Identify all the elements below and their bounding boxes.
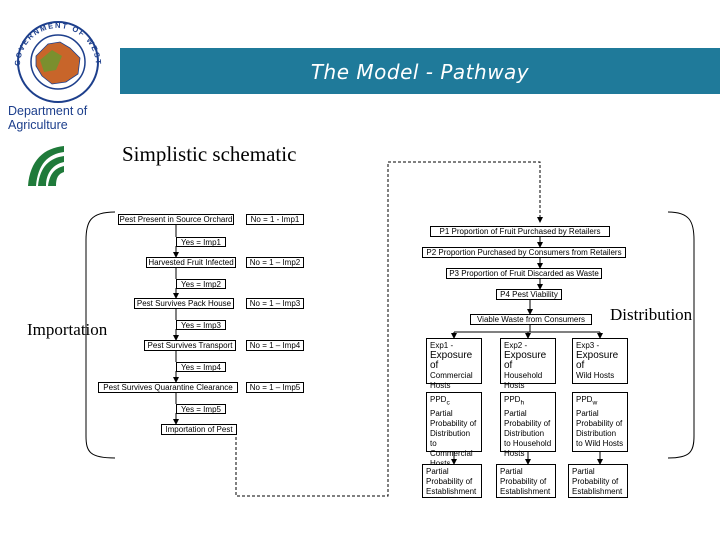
establishment-commercial: Partial Probability of Establishment — [422, 464, 482, 498]
step-p3-waste: P3 Proportion of Fruit Discarded as Wast… — [446, 268, 602, 279]
exposure-hosts: Wild Hosts — [576, 371, 615, 380]
exposure-title: Exp2 - — [504, 341, 528, 350]
step-harvested-fruit: Harvested Fruit Infected — [146, 257, 236, 268]
government-seal-icon: GOVERNMENT OF WESTERN AUSTRALIA — [0, 0, 101, 188]
ppd-commercial: PPDc Partial Probability of Distribution… — [426, 392, 482, 468]
step-p4-viability: P4 Pest Viability — [496, 289, 562, 300]
no-imp1-label: No = 1 - Imp1 — [246, 214, 304, 225]
ppd-code: PPDw — [576, 395, 598, 407]
ppd-wild: PPDw Partial Probability of Distribution… — [572, 392, 628, 452]
ppd-code: PPDc — [430, 395, 450, 407]
header-band: The Model - Pathway — [120, 48, 720, 94]
step-pack-house: Pest Survives Pack House — [134, 298, 234, 309]
establishment-household: Partial Probability of Establishment — [496, 464, 556, 498]
exposure-wild: Exp3 - Exposure of Wild Hosts — [572, 338, 628, 384]
diagram-subtitle: Simplistic schematic — [122, 142, 297, 166]
importation-to-distribution-link — [199, 161, 543, 497]
page-title: The Model - Pathway — [310, 60, 530, 84]
wheat-logo-icon — [26, 146, 66, 188]
department-line1: Department of — [8, 104, 88, 118]
importation-label: Importation — [27, 320, 108, 339]
ppd-text: Partial Probability of Distribution to H… — [504, 408, 552, 458]
ppd-text: Partial Probability of Distribution to C… — [430, 408, 477, 468]
step-viable-waste: Viable Waste from Consumers — [470, 314, 592, 325]
exposure-prefix: Exposure of — [430, 350, 473, 371]
establishment-wild: Partial Probability of Establishment — [568, 464, 628, 498]
no-imp3-label: No = 1 – Imp3 — [246, 298, 304, 309]
step-p1-retailers: P1 Proportion of Fruit Purchased by Reta… — [430, 226, 610, 237]
ppd-household: PPDh Partial Probability of Distribution… — [500, 392, 556, 458]
yes-imp4-label: Yes = Imp4 — [176, 362, 226, 372]
step-source-orchard: Pest Present in Source Orchard — [118, 214, 234, 225]
exposure-prefix: Exposure of — [576, 350, 619, 371]
yes-imp3-label: Yes = Imp3 — [176, 320, 226, 330]
no-imp4-label: No = 1 – Imp4 — [246, 340, 304, 351]
importation-bracket — [85, 211, 116, 459]
distribution-label: Distribution — [610, 305, 693, 324]
ppd-text: Partial Probability of Distribution to W… — [576, 408, 624, 448]
no-imp2-label: No = 1 – Imp2 — [246, 257, 304, 268]
department-name: Department of Agriculture — [8, 104, 118, 132]
no-imp5-label: No = 1 – Imp5 — [246, 382, 304, 393]
yes-imp2-label: Yes = Imp2 — [176, 279, 226, 289]
exposure-title: Exp3 - — [576, 341, 600, 350]
logo: GOVERNMENT OF WESTERN AUSTRALIA Departme… — [0, 0, 120, 200]
yes-imp1-label: Yes = Imp1 — [176, 237, 226, 247]
step-transport: Pest Survives Transport — [144, 340, 236, 351]
exposure-title: Exp1 - — [430, 341, 454, 350]
distribution-bracket — [667, 211, 695, 459]
step-quarantine: Pest Survives Quarantine Clearance — [98, 382, 238, 393]
exposure-hosts: Commercial Hosts — [430, 371, 473, 390]
exposure-prefix: Exposure of — [504, 350, 547, 371]
exposure-commercial: Exp1 - Exposure of Commercial Hosts — [426, 338, 482, 390]
exposure-household: Exp2 - Exposure of Household Hosts — [500, 338, 556, 390]
yes-imp5-label: Yes = Imp5 — [176, 404, 226, 414]
exposure-hosts: Household Hosts — [504, 371, 543, 390]
step-p2-consumers: P2 Proportion Purchased by Consumers fro… — [422, 247, 626, 258]
distribution-chain-lines — [451, 237, 603, 465]
step-importation: Importation of Pest — [161, 424, 237, 435]
department-line2: Agriculture — [8, 118, 68, 132]
ppd-code: PPDh — [504, 395, 525, 407]
